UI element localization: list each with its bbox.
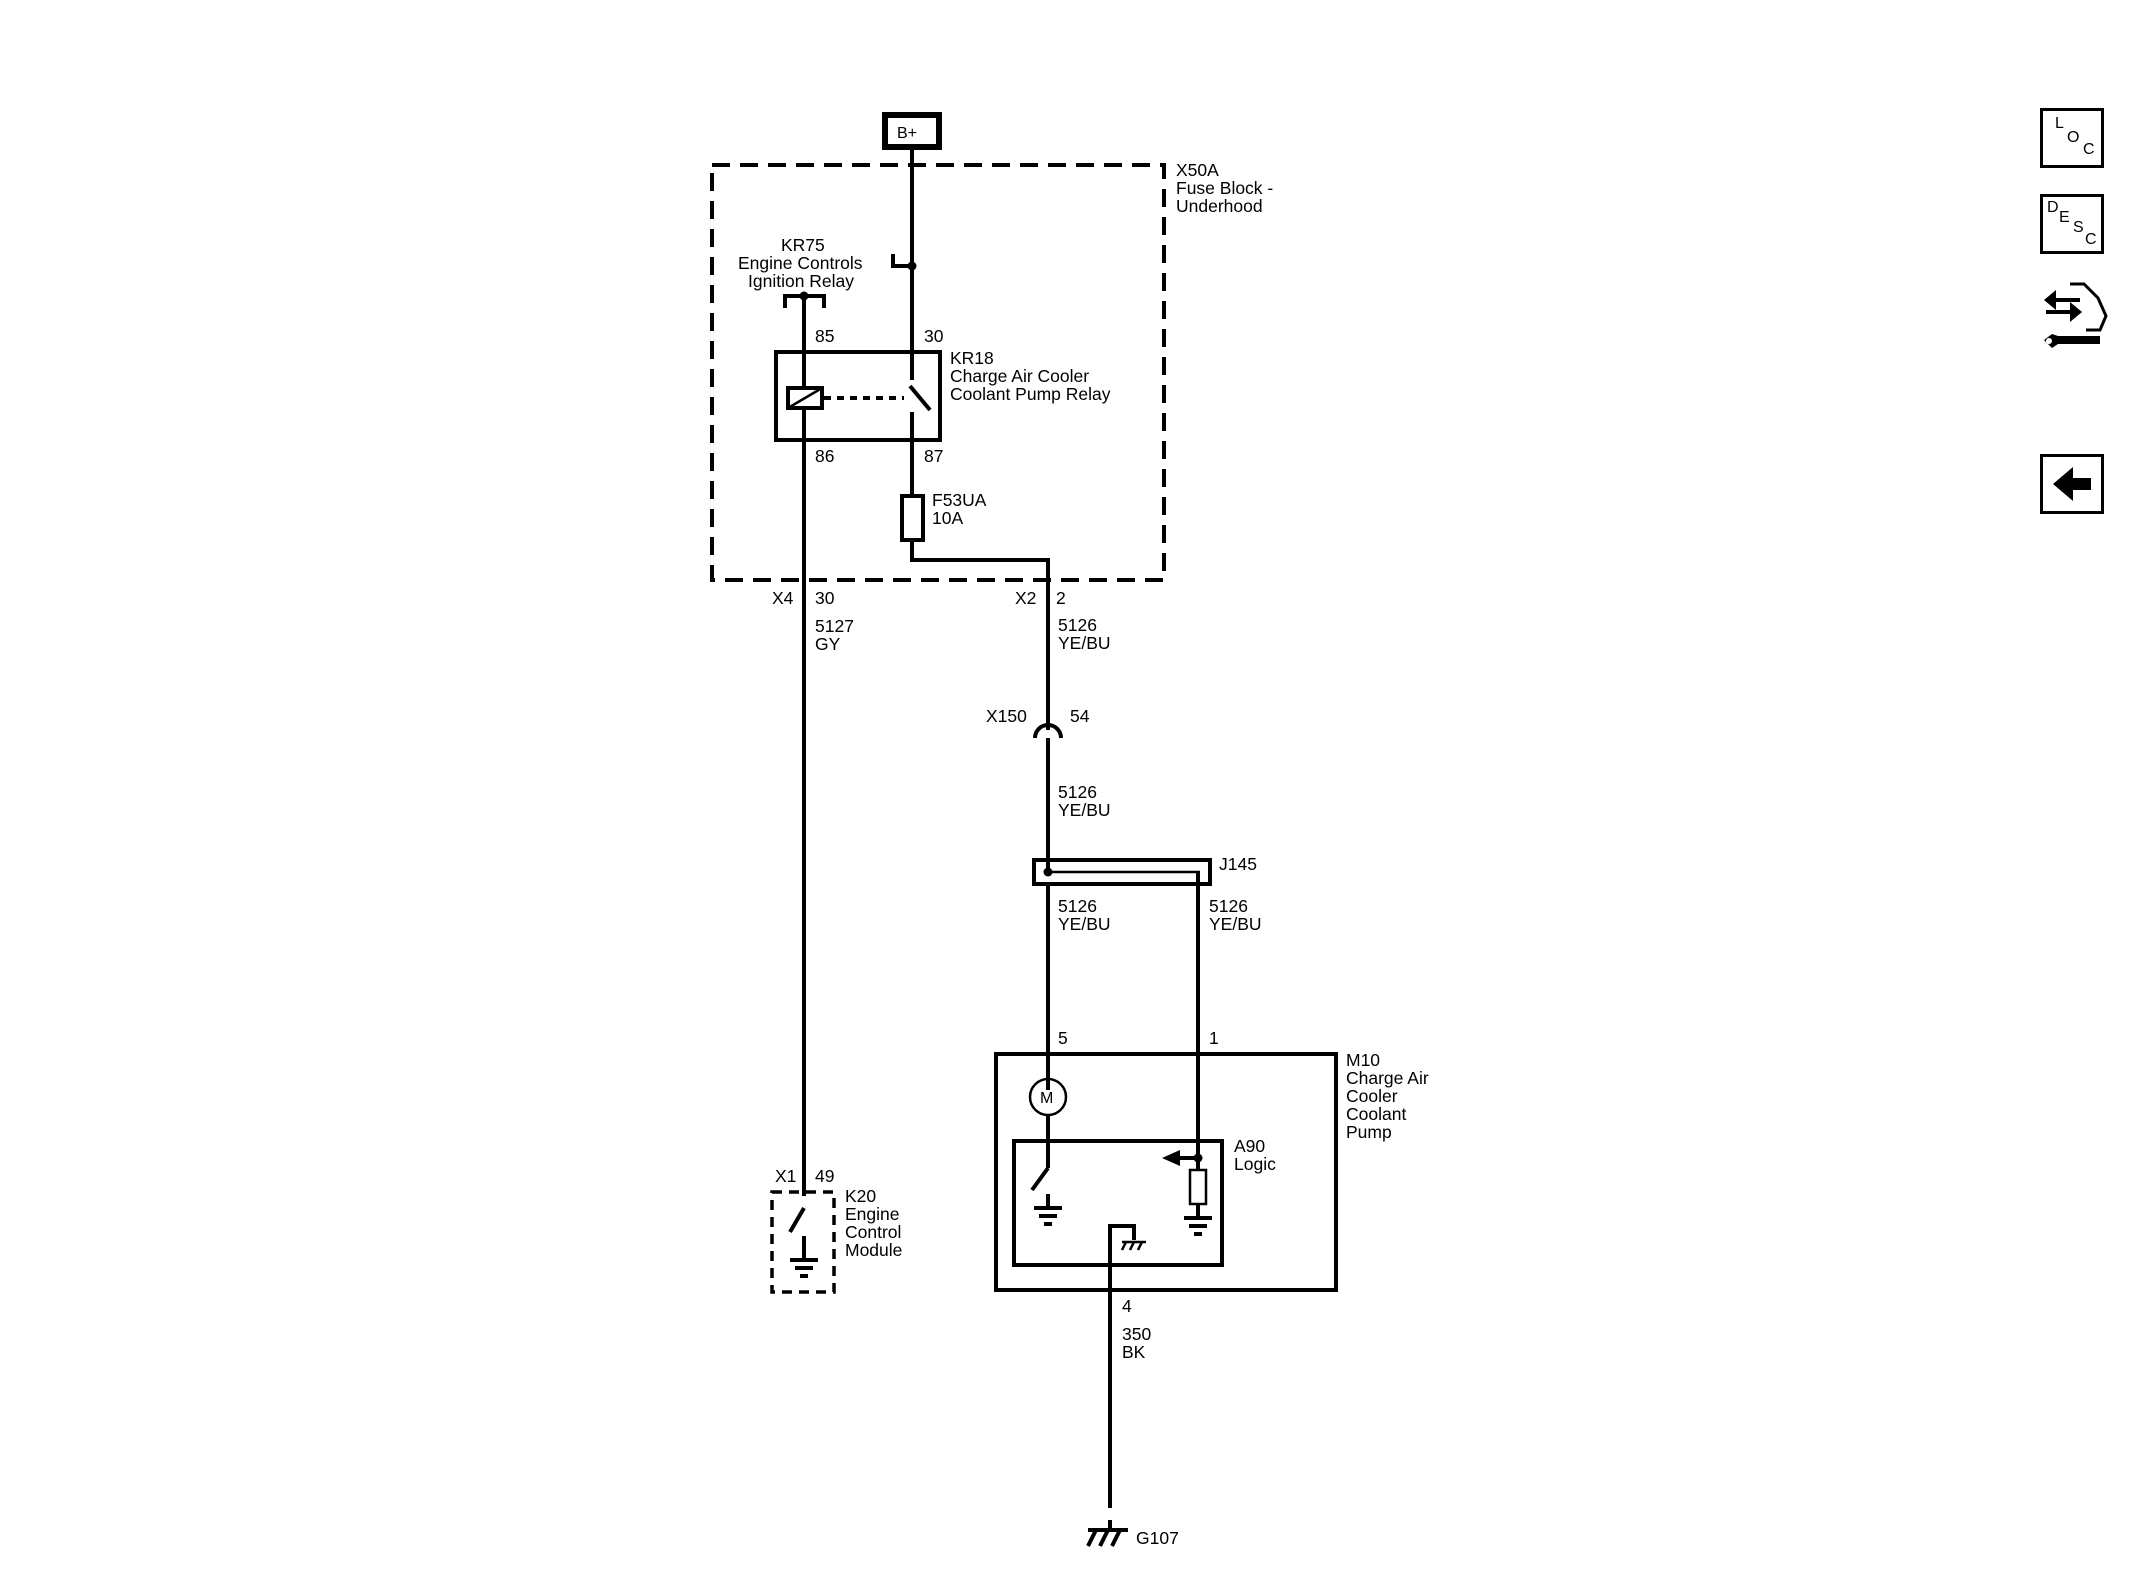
ground-symbol-a90-left bbox=[1034, 1206, 1062, 1226]
m10-pin-5: 5 bbox=[1058, 1028, 1068, 1048]
ground-g107-symbol bbox=[1086, 1528, 1128, 1547]
m10-id: M10 bbox=[1346, 1050, 1380, 1070]
loc-letter-o: O bbox=[2067, 129, 2080, 146]
fuse-block-name-1: Fuse Block - bbox=[1176, 178, 1273, 198]
kr75-name-2: Ignition Relay bbox=[748, 271, 854, 291]
k20-switch-arm bbox=[788, 1206, 806, 1234]
k20-name-3: Module bbox=[845, 1240, 902, 1260]
conn-x1-pin: 49 bbox=[815, 1166, 834, 1186]
conn-x2-pin: 2 bbox=[1056, 588, 1066, 608]
k20-name-1: Engine bbox=[845, 1204, 900, 1224]
desc-button[interactable]: D E S C bbox=[2040, 194, 2104, 254]
kr18-id: KR18 bbox=[950, 348, 994, 368]
a90-id: A90 bbox=[1234, 1136, 1265, 1156]
kr18-pin-30: 30 bbox=[924, 326, 944, 346]
desc-letter-s: S bbox=[2073, 219, 2084, 236]
conn-x150-id: X150 bbox=[986, 706, 1027, 726]
desc-letter-e: E bbox=[2059, 209, 2070, 226]
bus-tap-symbol bbox=[891, 254, 912, 268]
relay-coil-slash bbox=[787, 386, 823, 410]
fuse-block-id: X50A bbox=[1176, 160, 1219, 180]
kr18-pin-85: 85 bbox=[815, 326, 834, 346]
conn-x4-id: X4 bbox=[772, 588, 794, 608]
kr75-id: KR75 bbox=[781, 235, 825, 255]
conn-x4-pin: 30 bbox=[815, 588, 835, 608]
wire-5127-color: GY bbox=[815, 634, 841, 654]
fuse-rating: 10A bbox=[932, 508, 963, 528]
kr18-pin-86: 86 bbox=[815, 446, 834, 466]
conn-x1-id: X1 bbox=[775, 1166, 796, 1186]
fuse-id: F53UA bbox=[932, 490, 987, 510]
wire-5126b-circuit: 5126 bbox=[1058, 782, 1097, 802]
m10-name-4: Pump bbox=[1346, 1122, 1392, 1142]
wire-350-color: BK bbox=[1122, 1342, 1146, 1362]
wire-5126c-circuit: 5126 bbox=[1058, 896, 1097, 916]
input-arrow bbox=[1162, 1150, 1180, 1166]
wire-5126c-color: YE/BU bbox=[1058, 914, 1111, 934]
k20-id: K20 bbox=[845, 1186, 876, 1206]
desc-letter-c: C bbox=[2085, 231, 2097, 248]
m10-name-3: Coolant bbox=[1346, 1104, 1406, 1124]
arrow-left-icon bbox=[2053, 467, 2091, 501]
fuse-block-outline bbox=[710, 163, 1166, 582]
a90-logic-box bbox=[1012, 1139, 1224, 1267]
wire-5126a-color: YE/BU bbox=[1058, 633, 1111, 653]
power-source: B+ bbox=[882, 112, 942, 150]
chassis-ground-mark bbox=[1120, 1240, 1146, 1251]
tools-button[interactable] bbox=[2040, 278, 2110, 354]
m10-pin-1: 1 bbox=[1209, 1028, 1219, 1048]
relay-coil bbox=[786, 386, 824, 410]
splice-j145 bbox=[1032, 858, 1212, 886]
wire-5126a-circuit: 5126 bbox=[1058, 615, 1097, 635]
conn-x150-pin: 54 bbox=[1070, 706, 1090, 726]
motor-label: M bbox=[1040, 1090, 1053, 1107]
a90-switch-arm bbox=[1030, 1166, 1050, 1192]
fuse-f53ua bbox=[900, 494, 925, 542]
relay-switch-arm bbox=[908, 384, 932, 412]
kr18-relay-box bbox=[774, 350, 942, 442]
kr18-name-2: Coolant Pump Relay bbox=[950, 384, 1111, 404]
m10-pin-4: 4 bbox=[1122, 1296, 1132, 1316]
kr18-name-1: Charge Air Cooler bbox=[950, 366, 1089, 386]
wire-fuse-out bbox=[910, 540, 1050, 730]
a90-name: Logic bbox=[1234, 1154, 1276, 1174]
ground-symbol-k20 bbox=[790, 1258, 818, 1278]
splice-id: J145 bbox=[1219, 854, 1257, 874]
wire-5126d-color: YE/BU bbox=[1209, 914, 1262, 934]
k20-name-2: Control bbox=[845, 1222, 901, 1242]
pullup-resistor bbox=[1188, 1168, 1208, 1206]
bus-tap-dot bbox=[907, 261, 917, 271]
fuse-block-name-2: Underhood bbox=[1176, 196, 1263, 216]
power-label: B+ bbox=[897, 125, 917, 142]
m10-name-2: Cooler bbox=[1346, 1086, 1398, 1106]
m10-name-1: Charge Air bbox=[1346, 1068, 1429, 1088]
wire-350-circuit: 350 bbox=[1122, 1324, 1151, 1344]
conn-x2-id: X2 bbox=[1015, 588, 1036, 608]
kr75-name-1: Engine Controls bbox=[738, 253, 863, 273]
inline-connector-x150 bbox=[1033, 723, 1063, 739]
ground-id: G107 bbox=[1136, 1528, 1179, 1548]
m10-pump-box bbox=[994, 1052, 1338, 1292]
tools-arrows-icon bbox=[2044, 282, 2108, 348]
back-button[interactable] bbox=[2040, 454, 2104, 514]
chassis-ground-internal bbox=[1108, 1224, 1136, 1300]
k20-module-outline bbox=[770, 1190, 836, 1294]
wire-5126b-color: YE/BU bbox=[1058, 800, 1111, 820]
loc-letter-l: L bbox=[2055, 115, 2064, 132]
kr18-pin-87: 87 bbox=[924, 446, 943, 466]
desc-letter-d: D bbox=[2047, 199, 2059, 216]
loc-letter-c: C bbox=[2083, 141, 2095, 158]
ground-symbol-a90-right bbox=[1184, 1216, 1212, 1236]
wire-5126d-circuit: 5126 bbox=[1209, 896, 1248, 916]
wire-5127-circuit: 5127 bbox=[815, 616, 854, 636]
loc-button[interactable]: L O C bbox=[2040, 108, 2104, 168]
